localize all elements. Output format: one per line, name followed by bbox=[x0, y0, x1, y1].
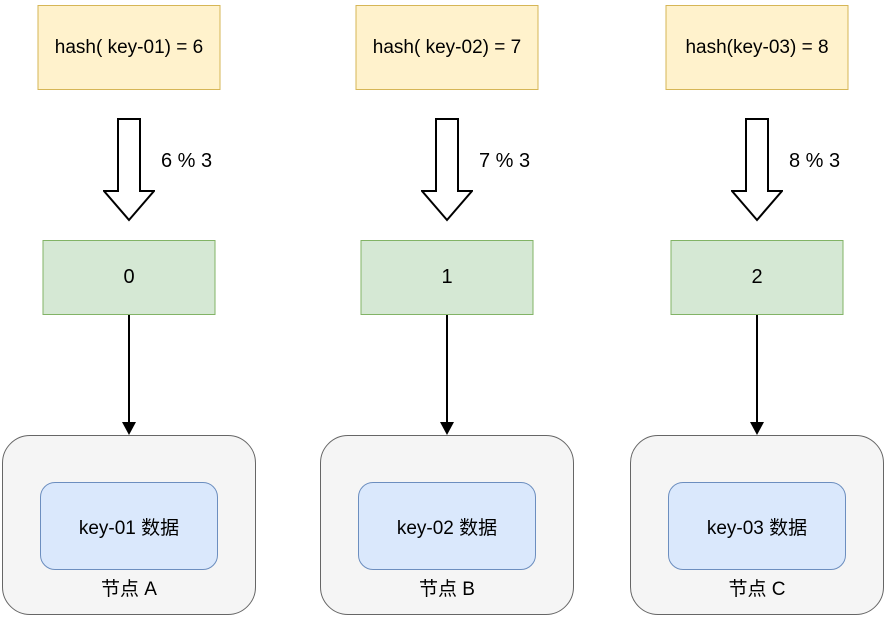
mod-operation-label: 7 % 3 bbox=[479, 150, 531, 172]
data-label: key-03 数据 bbox=[706, 517, 808, 539]
hash-result-box: hash(key-03) = 8 bbox=[665, 5, 849, 90]
slot-value: 2 bbox=[751, 266, 763, 288]
arrow-line bbox=[128, 315, 130, 423]
block-down-arrow-icon bbox=[421, 118, 473, 222]
block-down-arrow-icon bbox=[731, 118, 783, 222]
hash-column-1: hash( key-02) = 7 7 % 3 1 key-02 数据 节点 B bbox=[318, 0, 576, 617]
arrow-head bbox=[750, 422, 764, 435]
arrow-head bbox=[122, 422, 136, 435]
hash-column-0: hash( key-01) = 6 6 % 3 0 key-01 数据 节点 A bbox=[0, 0, 258, 617]
block-down-arrow-icon bbox=[103, 118, 155, 222]
arrow-line bbox=[446, 315, 448, 423]
mod-operation-label: 6 % 3 bbox=[161, 150, 213, 172]
data-label: key-01 数据 bbox=[78, 517, 180, 539]
slot-box: 1 bbox=[360, 240, 534, 315]
mod-operation-label: 8 % 3 bbox=[789, 150, 841, 172]
hash-column-2: hash(key-03) = 8 8 % 3 2 key-03 数据 节点 C bbox=[628, 0, 886, 617]
hash-result-box: hash( key-02) = 7 bbox=[355, 5, 539, 90]
thin-down-arrow-icon bbox=[440, 315, 454, 435]
slot-value: 0 bbox=[123, 266, 135, 288]
data-label: key-02 数据 bbox=[396, 517, 498, 539]
slot-box: 0 bbox=[42, 240, 216, 315]
arrow-line bbox=[756, 315, 758, 423]
hash-result-label: hash( key-02) = 7 bbox=[372, 36, 522, 58]
data-box: key-02 数据 bbox=[358, 482, 536, 570]
hash-result-label: hash( key-01) = 6 bbox=[54, 36, 204, 58]
node-label: 节点 C bbox=[728, 579, 786, 600]
slot-box: 2 bbox=[670, 240, 844, 315]
node-box: key-03 数据 节点 C bbox=[630, 435, 884, 615]
node-box: key-02 数据 节点 B bbox=[320, 435, 574, 615]
slot-value: 1 bbox=[441, 266, 453, 288]
arrow-head bbox=[440, 422, 454, 435]
data-box: key-01 数据 bbox=[40, 482, 218, 570]
thin-down-arrow-icon bbox=[122, 315, 136, 435]
node-box: key-01 数据 节点 A bbox=[2, 435, 256, 615]
node-label: 节点 A bbox=[101, 579, 157, 600]
hash-result-label: hash(key-03) = 8 bbox=[685, 36, 829, 58]
data-box: key-03 数据 bbox=[668, 482, 846, 570]
hash-result-box: hash( key-01) = 6 bbox=[37, 5, 221, 90]
node-label: 节点 B bbox=[419, 579, 475, 600]
thin-down-arrow-icon bbox=[750, 315, 764, 435]
